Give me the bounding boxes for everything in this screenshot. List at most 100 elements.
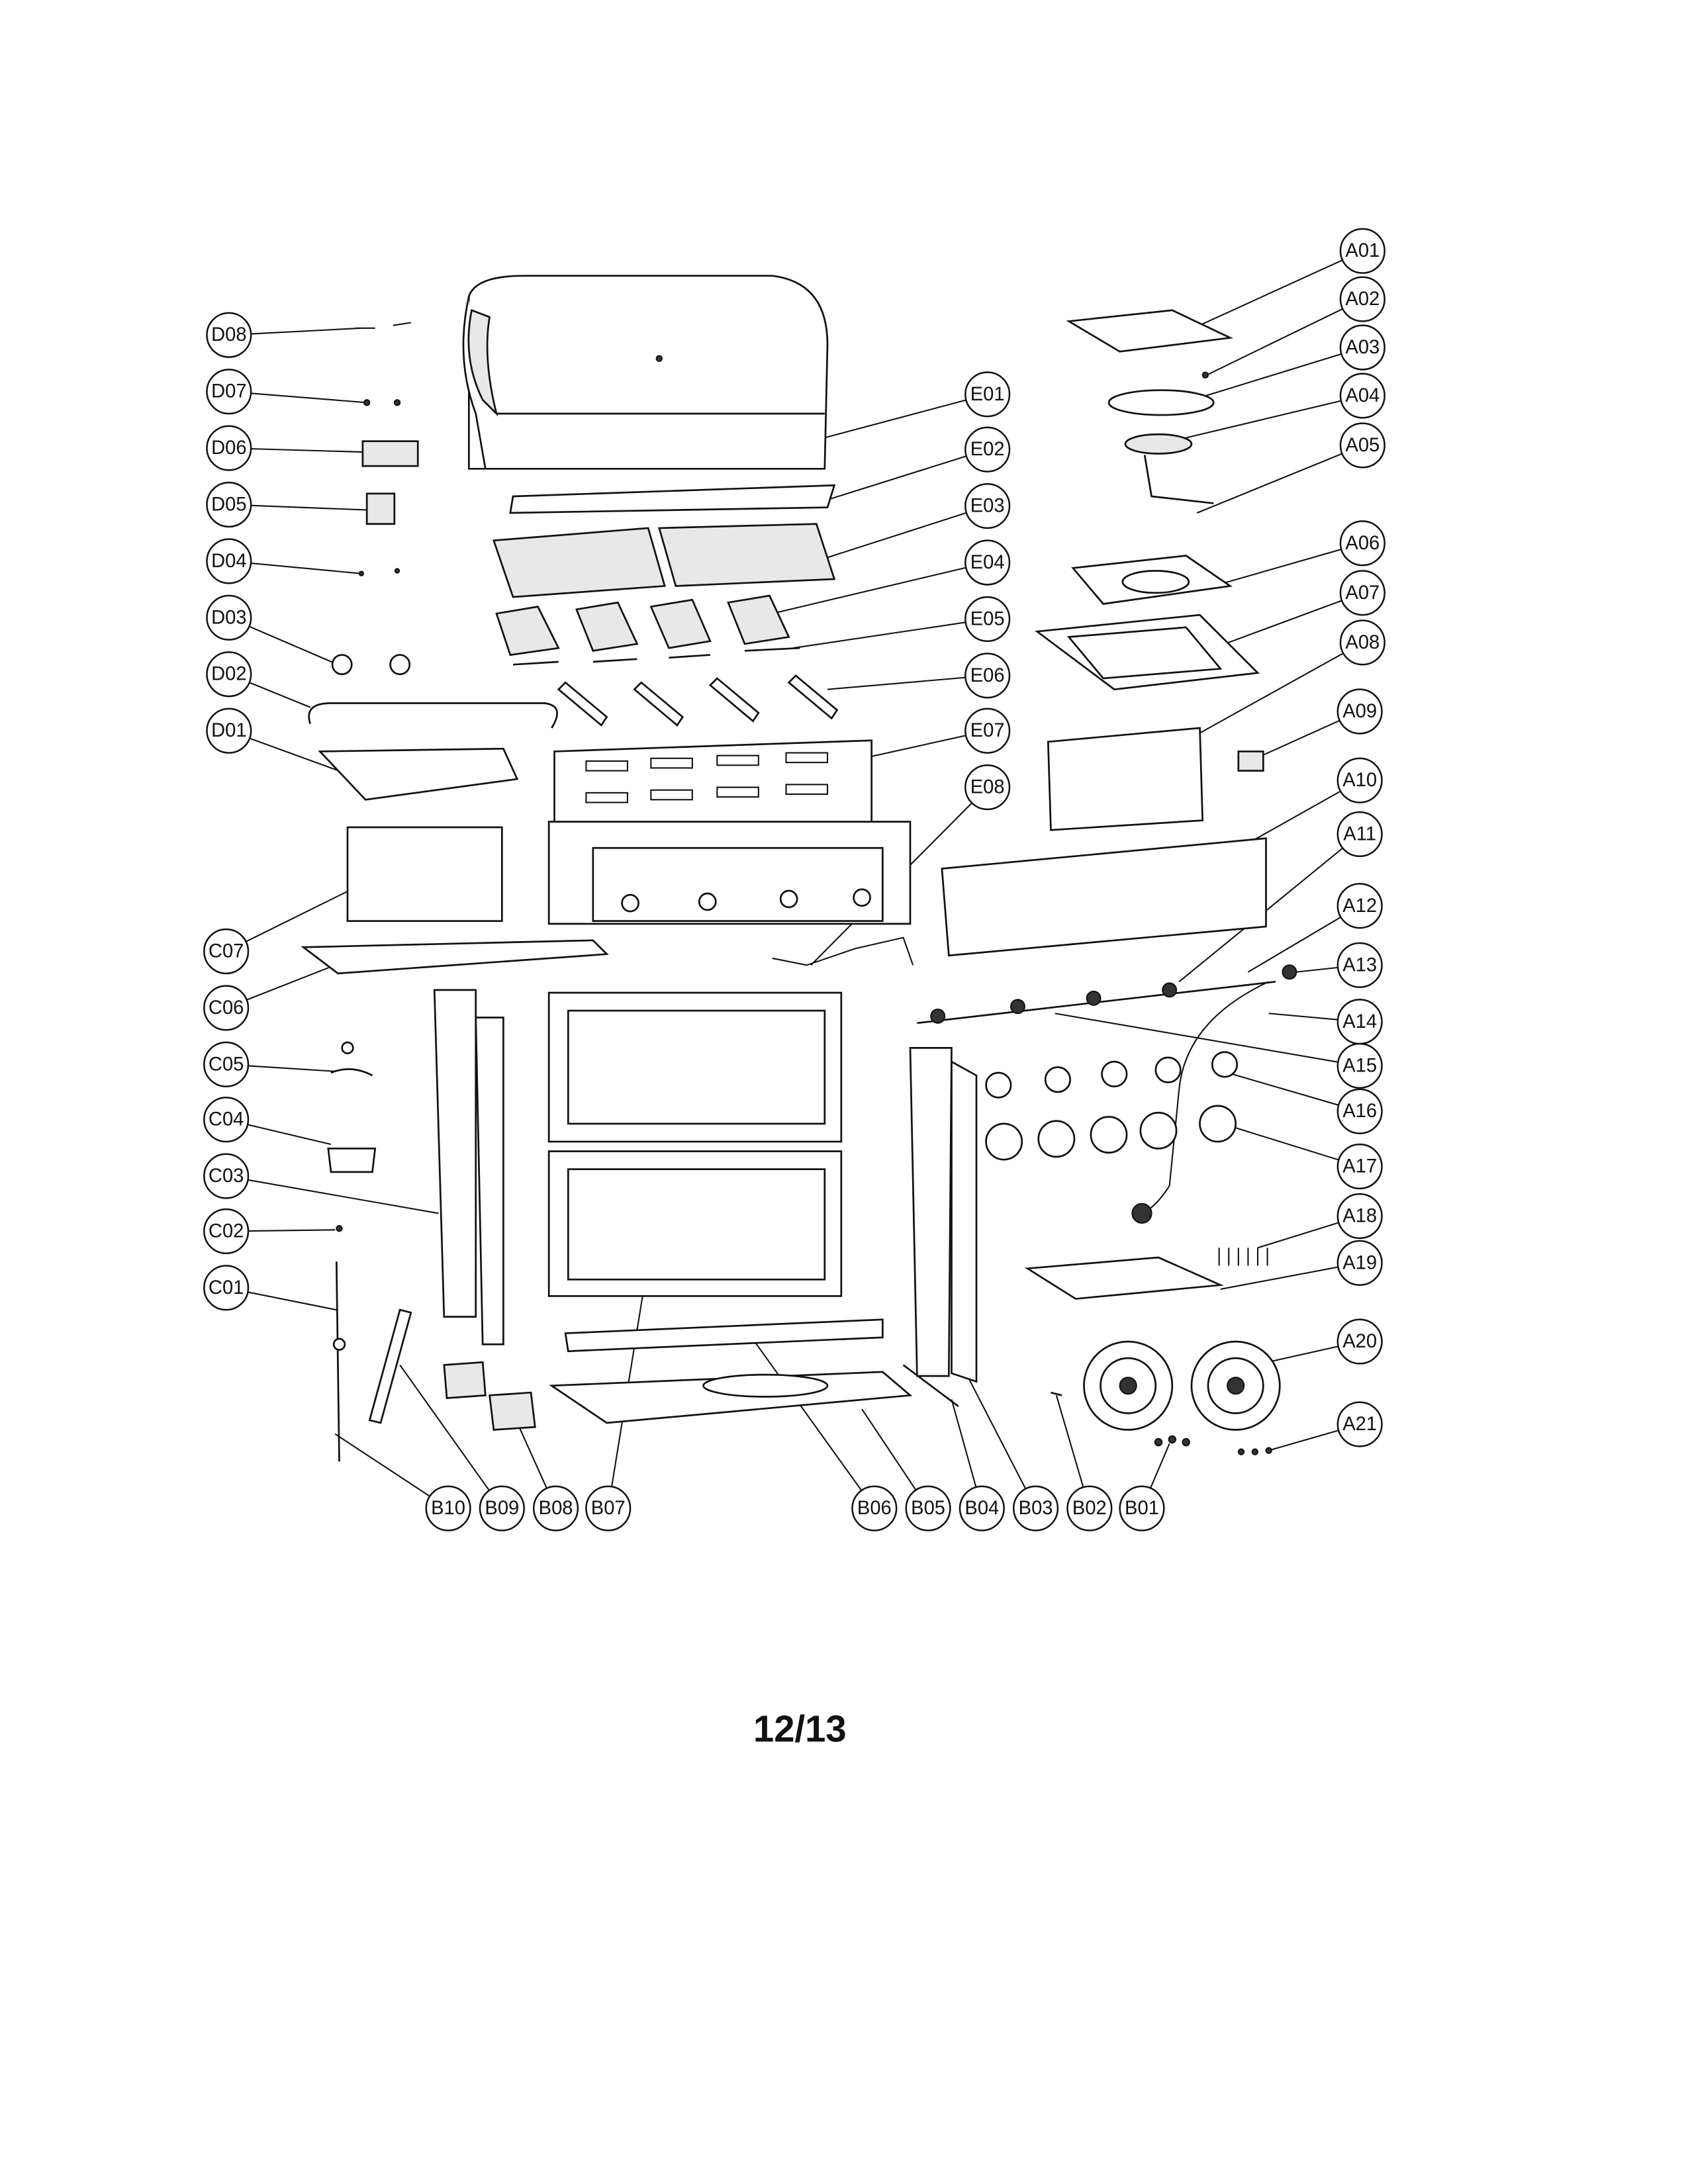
callout-circle	[1336, 1401, 1383, 1447]
leader-line-a03	[1178, 347, 1363, 405]
callout-a19: A19	[1336, 1240, 1383, 1286]
callout-label: D04	[211, 551, 246, 572]
callout-circle	[206, 425, 252, 471]
callout-circle	[206, 594, 252, 641]
hood	[462, 275, 829, 470]
callout-c07: C07	[203, 928, 250, 975]
control-panels	[941, 727, 1267, 957]
callout-label: A04	[1345, 385, 1380, 406]
callout-label: A19	[1342, 1252, 1377, 1273]
leader-line-b06	[751, 1337, 875, 1509]
callout-circle	[1339, 228, 1385, 274]
callout-label: C03	[209, 1165, 244, 1187]
callout-label: E08	[970, 777, 1005, 798]
callout-circle	[425, 1485, 471, 1531]
callout-circle	[206, 312, 252, 358]
leader-line-a07	[1213, 592, 1363, 649]
leader-line-d06	[228, 447, 370, 453]
callout-e03: E03	[964, 483, 1011, 529]
leader-line-a01	[1172, 250, 1363, 339]
leader-line-b09	[399, 1364, 503, 1509]
callout-label: B07	[591, 1498, 626, 1519]
callout-label: B09	[485, 1498, 519, 1519]
callout-label: A18	[1342, 1205, 1377, 1226]
callout-label: A16	[1342, 1101, 1377, 1122]
callout-label: B05	[911, 1498, 945, 1519]
callout-label: C07	[209, 941, 244, 962]
callout-circle	[964, 653, 1011, 699]
leader-line-e05	[792, 618, 988, 649]
callout-label: E04	[970, 552, 1005, 573]
callout-e06: E06	[964, 653, 1011, 699]
bottom-parts	[368, 1308, 1272, 1455]
callout-circle	[1336, 688, 1383, 735]
callout-b07: B07	[585, 1485, 632, 1531]
callout-e01: E01	[964, 371, 1011, 418]
callout-label: B06	[857, 1498, 892, 1519]
callout-a02: A02	[1339, 276, 1385, 322]
callout-label: A10	[1342, 770, 1377, 791]
callout-c06: C06	[203, 985, 250, 1031]
callout-label: E03	[970, 496, 1005, 517]
callout-circle	[203, 985, 250, 1031]
callout-a17: A17	[1336, 1143, 1383, 1190]
leader-line-a08	[1178, 641, 1363, 745]
callout-label: D02	[211, 664, 246, 685]
left-cart-frame	[433, 989, 504, 1345]
callout-a15: A15	[1336, 1042, 1383, 1089]
warming-rack	[509, 484, 836, 514]
callout-circle	[964, 426, 1011, 473]
callout-e05: E05	[964, 596, 1011, 643]
burners	[557, 674, 839, 727]
callout-label: D08	[211, 324, 246, 345]
callout-c04: C04	[203, 1097, 250, 1143]
callout-label: A01	[1345, 240, 1380, 261]
callout-circle	[964, 539, 1011, 586]
callout-label: D03	[211, 607, 246, 628]
callout-circle	[203, 1153, 250, 1199]
callout-a09: A09	[1336, 688, 1383, 735]
callout-a07: A07	[1339, 570, 1385, 616]
callout-circle	[1336, 1088, 1383, 1134]
leader-line-e04	[772, 561, 988, 615]
callout-circle	[1336, 1240, 1383, 1286]
leader-line-c03	[226, 1175, 439, 1214]
callout-circle	[1336, 811, 1383, 857]
callout-circle	[1066, 1485, 1113, 1531]
callout-circle	[479, 1485, 525, 1531]
callout-circle	[533, 1485, 579, 1531]
callout-label: D06	[211, 437, 246, 459]
callout-c03: C03	[203, 1153, 250, 1199]
callout-label: C06	[209, 997, 244, 1019]
callout-circle	[203, 1041, 250, 1087]
callout-b03: B03	[1013, 1485, 1059, 1531]
callout-label: A02	[1345, 289, 1380, 310]
callout-label: A03	[1345, 337, 1380, 358]
callout-b08: B08	[533, 1485, 579, 1531]
leader-line-e01	[821, 393, 988, 439]
callout-a21: A21	[1336, 1401, 1383, 1447]
callout-b04: B04	[959, 1485, 1005, 1531]
knobs-bezels	[985, 1051, 1239, 1161]
callout-circle	[1339, 324, 1385, 371]
callout-label: C04	[209, 1109, 244, 1130]
callout-label: B04	[964, 1498, 999, 1519]
callout-circle	[1013, 1485, 1059, 1531]
leader-line-c07	[226, 888, 352, 952]
callout-d05: D05	[206, 481, 252, 528]
callout-circle	[585, 1485, 632, 1531]
callout-circle	[1339, 570, 1385, 616]
callout-e07: E07	[964, 707, 1011, 754]
callout-a20: A20	[1336, 1318, 1383, 1365]
callout-circle	[1336, 757, 1383, 803]
callout-circle	[206, 369, 252, 415]
callout-label: A11	[1343, 823, 1376, 844]
callout-a12: A12	[1336, 883, 1383, 929]
firebox	[547, 739, 912, 925]
callout-a05: A05	[1339, 422, 1385, 469]
callout-a16: A16	[1336, 1088, 1383, 1134]
callout-label: A15	[1342, 1055, 1377, 1076]
callout-e04: E04	[964, 539, 1011, 586]
callout-label: A21	[1342, 1414, 1377, 1435]
